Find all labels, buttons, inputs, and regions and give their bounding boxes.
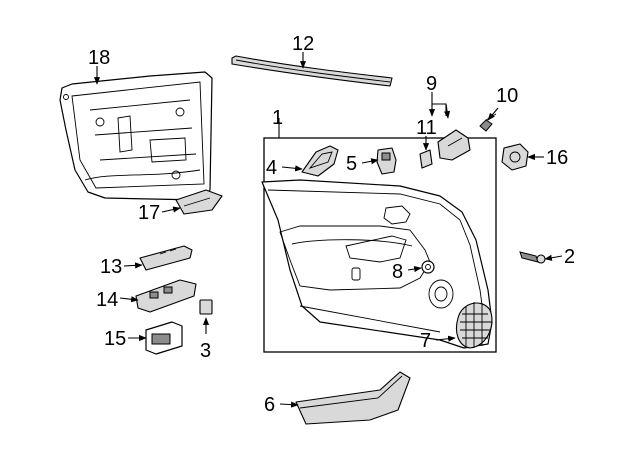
callout-9: 9: [426, 73, 437, 95]
belt-molding-strip: [231, 55, 393, 87]
door-module-carrier: [59, 71, 213, 201]
callout-10: 10: [496, 85, 518, 107]
callout-6: 6: [264, 394, 275, 416]
switch-housing: [145, 321, 183, 355]
callout-15: 15: [104, 328, 126, 350]
callout-2: 2: [564, 246, 575, 268]
armrest-pad: [295, 371, 411, 425]
window-switch: [139, 245, 193, 271]
callout-5: 5: [346, 153, 357, 175]
callout-7: 7: [420, 330, 431, 352]
pull-handle-cup: [175, 189, 223, 215]
speaker-retainer: [501, 143, 529, 171]
callout-8: 8: [392, 261, 403, 283]
callout-11: 11: [416, 117, 437, 139]
callout-4: 4: [266, 157, 277, 179]
callout-14: 14: [96, 289, 118, 311]
callout-3: 3: [200, 340, 211, 362]
callout-17: 17: [138, 202, 160, 224]
bracket-clip: [419, 149, 433, 169]
push-clip: [421, 260, 435, 274]
leader-lines: [93, 52, 563, 408]
inside-handle-bezel: [301, 145, 339, 177]
callout-13: 13: [100, 256, 122, 278]
callout-16: 16: [546, 147, 568, 169]
bracket-screw: [479, 113, 497, 132]
callout-12: 12: [292, 33, 314, 55]
callout-1: 1: [272, 107, 283, 129]
callout-18: 18: [88, 47, 110, 69]
master-window-switch: [135, 279, 197, 313]
small-switch: [199, 299, 213, 315]
speaker-grille: [455, 302, 493, 349]
mirror-switch: [376, 147, 397, 175]
callout-labels: 18 12 1 4 5 9 11 10 16 2 8 7 6 17 13 14 …: [88, 33, 575, 416]
tweeter-bracket: [437, 129, 471, 161]
trim-bolt: [519, 251, 546, 264]
